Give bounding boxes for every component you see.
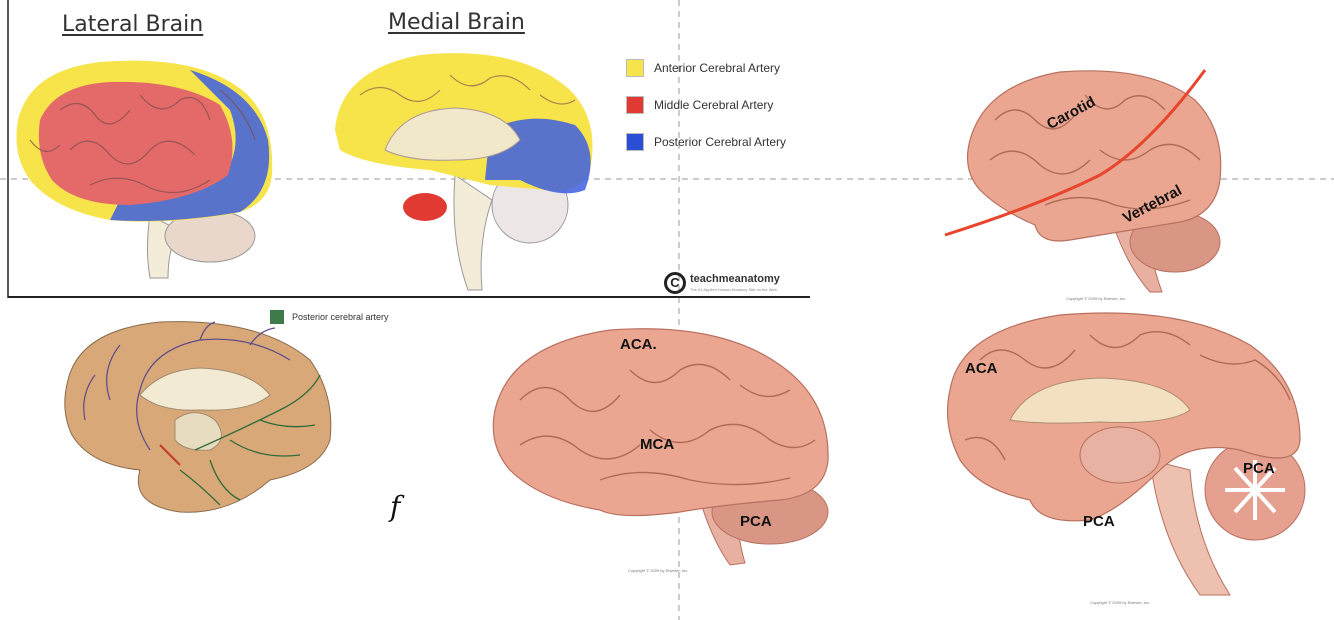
br-arbor-vitae [1225,460,1285,520]
pca-label: PCA [740,513,772,530]
lateral-mca-region [38,81,233,205]
sagittal-brain-labeled [946,312,1306,596]
medial-gyri [359,74,576,105]
aca-label: ACA. [620,336,657,353]
aca-label: ACA [965,360,998,377]
legend-item-posterior: Posterior Cerebral Artery [626,132,826,152]
legend-label: Posterior Cerebral Artery [654,135,787,149]
carotid-vertebral-divider [944,69,1207,237]
lateral-pca-region [110,70,270,221]
copyright-logo-icon: C [664,272,686,294]
br-brainstem [1149,459,1231,596]
bm-cerebrum [492,328,829,517]
lateral-brain-title: Lateral Brain [62,12,204,37]
tr-cerebrum [967,70,1222,242]
br-corpus-callosum [1009,377,1191,424]
tr-gyri [989,94,1201,210]
medial-brain-title: Medial Brain [388,10,525,35]
legend-label: Middle Cerebral Artery [654,98,774,112]
mca-label: MCA [640,436,675,453]
artery-legend: Anterior Cerebral Artery Middle Cerebral… [626,58,826,169]
br-gyri [964,331,1291,461]
bottom-middle-copyright: Copyright © 2009 by Elsevier, Inc. [628,568,689,573]
bl-red-vessel [159,444,181,466]
pca-lower-label: PCA [1083,513,1115,530]
legend-item-middle: Middle Cerebral Artery [626,95,826,115]
legend-label: Anterior Cerebral Artery [654,61,781,75]
bl-pca-vessels [179,374,321,506]
anterior-swatch [626,59,644,77]
brand-name: teachmeanatomy [690,273,780,285]
handwritten-mark: f [390,490,401,523]
posterior-cerebral-legend: Posterior cerebral artery [270,310,389,324]
pca-legend-label: Posterior cerebral artery [292,312,389,322]
posterior-swatch [626,133,644,151]
bl-thalamus [174,412,222,451]
lateral-brain-labeled [492,328,829,566]
medial-corpus-callosum [384,107,521,161]
medial-brainstem [453,174,493,291]
pca-swatch [270,310,284,324]
medial-brain-diagram [335,53,593,291]
bl-aca-vessels [83,321,291,451]
brand-tagline: The #1 Applied Human Anatomy Site on the… [690,287,778,292]
bottom-right-copyright: Copyright © 2009 by Elsevier, Inc. [1090,600,1151,605]
medial-mca-region [403,193,447,221]
carotid-vertebral-brain [944,69,1222,293]
bm-gyri [519,363,816,486]
lateral-brain-diagram [16,60,273,279]
teachmeanatomy-brand: C teachmeanatomy The #1 Applied Human An… [664,270,824,296]
bl-corpus-callosum [139,367,271,411]
pca-cerebellum-label: PCA [1243,460,1275,477]
vascular-medial-brain [64,321,332,513]
br-thalamus [1079,426,1161,484]
legend-item-anterior: Anterior Cerebral Artery [626,58,826,78]
middle-swatch [626,96,644,114]
lateral-gyri [29,89,256,194]
top-right-copyright: Copyright © 2009 by Elsevier, Inc. [1066,296,1127,301]
